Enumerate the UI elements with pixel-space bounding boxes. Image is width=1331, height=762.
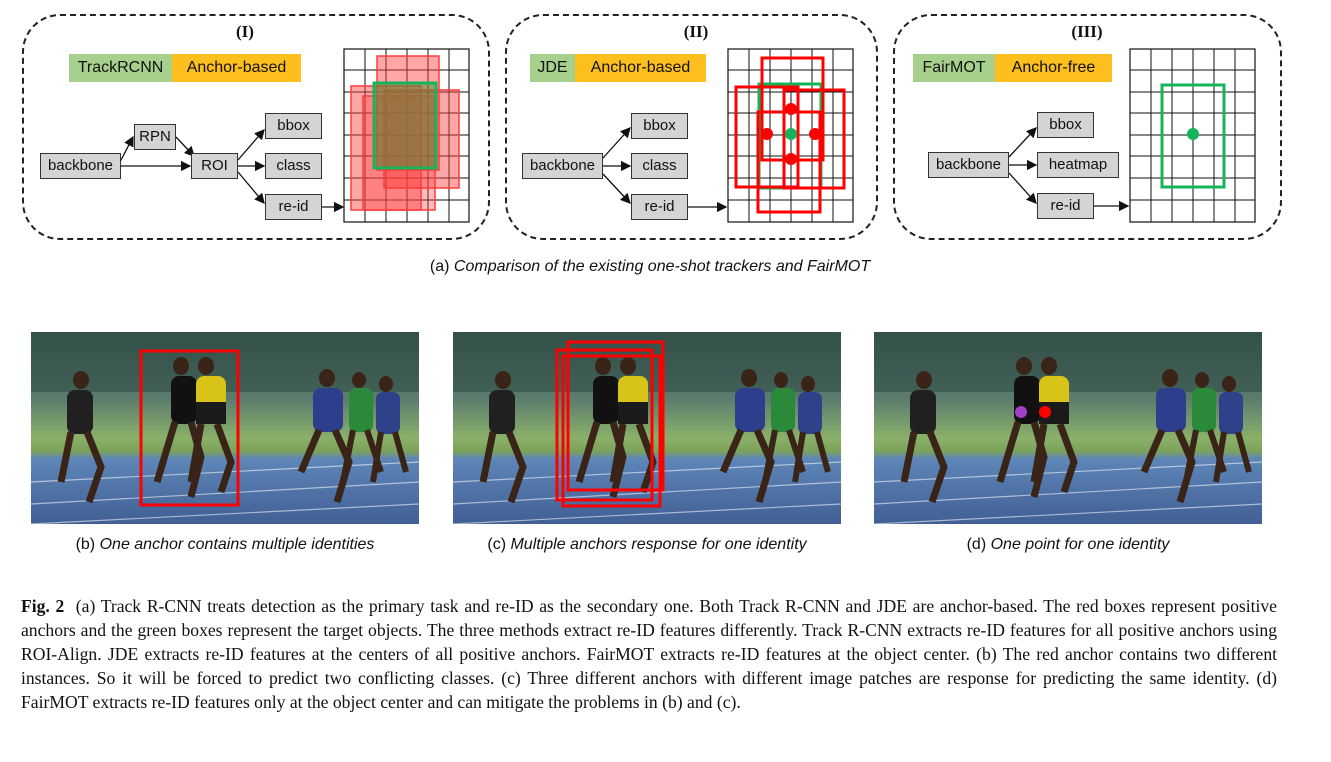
caption-a: (a) Comparison of the existing one-shot … <box>429 258 871 275</box>
figure-caption-text: (a) Track R-CNN treats detection as the … <box>21 596 1277 712</box>
anchor-box <box>139 349 240 507</box>
method-label-jde: JDE <box>530 54 575 82</box>
anchor-type-label-1: Anchor-based <box>172 54 301 82</box>
anchor-box <box>566 340 665 492</box>
reid-node: re-id <box>631 194 688 220</box>
method-label-trackrcnn: TrackRCNN <box>69 54 172 82</box>
object-center <box>1039 406 1051 418</box>
bbox-node: bbox <box>1037 112 1094 138</box>
anchor-box <box>555 348 654 502</box>
method-label-fairmot: FairMOT <box>913 54 995 82</box>
target-box <box>372 81 438 170</box>
reid-node: re-id <box>1037 193 1094 219</box>
figure-label: Fig. 2 <box>21 596 65 616</box>
reid-node: re-id <box>265 194 322 220</box>
panel-fairmot <box>893 14 1282 240</box>
arrow-roi-reid <box>237 171 265 204</box>
anchor-box <box>734 85 800 189</box>
class-node: class <box>265 153 322 179</box>
photo-b <box>31 332 419 524</box>
figure-caption: Fig. 2 (a) Track R-CNN treats detection … <box>21 594 1277 714</box>
anchor-center <box>785 103 797 115</box>
panel-2-title: (II) <box>683 22 709 41</box>
panel-1-title: (I) <box>236 22 254 41</box>
bbox-node: bbox <box>265 113 322 139</box>
photo-d <box>874 332 1262 524</box>
anchor-type-label-2: Anchor-based <box>575 54 706 82</box>
roi-node: ROI <box>191 153 238 179</box>
object-center <box>1015 406 1027 418</box>
anchor-center <box>761 128 773 140</box>
backbone-node: backbone <box>522 153 603 179</box>
backbone-node: backbone <box>928 152 1009 178</box>
feature-grid-2 <box>727 48 854 223</box>
object-center <box>1187 128 1199 140</box>
feature-grid-3 <box>1129 48 1256 223</box>
caption-c: (c) Multiple anchors response for one id… <box>487 536 807 553</box>
anchor-box <box>561 354 662 508</box>
photo-c <box>453 332 841 524</box>
heatmap-node: heatmap <box>1037 152 1119 178</box>
panel-trackrcnn <box>22 14 490 240</box>
anchor-center <box>785 153 797 165</box>
caption-b: (b) One anchor contains multiple identit… <box>75 536 375 553</box>
target-box <box>1160 83 1226 189</box>
arrow-roi-bbox <box>237 129 265 161</box>
backbone-node: backbone <box>40 153 121 179</box>
arrow-backbone-rpn <box>119 135 134 163</box>
panel-3-title: (III) <box>1071 22 1103 41</box>
bbox-node: bbox <box>631 113 688 139</box>
feature-grid-1 <box>343 48 470 223</box>
anchor-center <box>809 128 821 140</box>
anchor-type-label-3: Anchor-free <box>995 54 1112 82</box>
arrow-rpn-roi <box>175 136 195 157</box>
anchor-box <box>782 88 846 190</box>
class-node: class <box>631 153 688 179</box>
rpn-node: RPN <box>134 124 176 150</box>
object-center <box>785 128 797 140</box>
caption-d: (d) One point for one identity <box>966 536 1170 553</box>
panel-jde <box>505 14 878 240</box>
